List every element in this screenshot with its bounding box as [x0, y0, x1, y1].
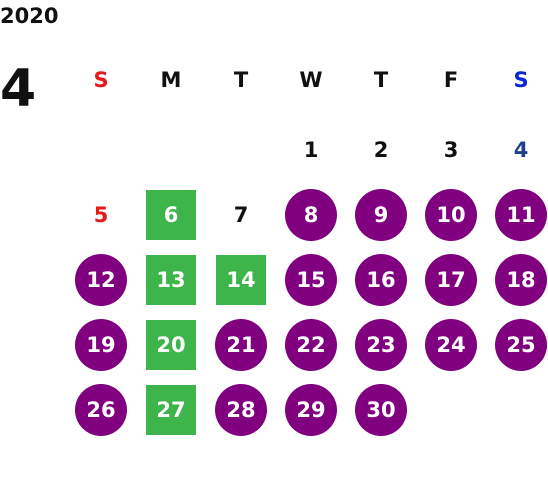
calendar-day[interactable]: 15 — [285, 254, 337, 306]
calendar-day[interactable]: 21 — [215, 319, 267, 371]
calendar-day[interactable]: 20 — [145, 319, 197, 371]
calendar-day[interactable]: 4 — [513, 138, 529, 162]
calendar-day[interactable]: 9 — [355, 189, 407, 241]
calendar-day[interactable]: 29 — [285, 384, 337, 436]
calendar-day[interactable]: 2 — [373, 138, 389, 162]
calendar-day[interactable]: 7 — [233, 203, 249, 227]
calendar-day[interactable]: 25 — [495, 319, 547, 371]
calendar-day[interactable]: 26 — [75, 384, 127, 436]
calendar-day[interactable]: 18 — [495, 254, 547, 306]
calendar-day[interactable]: 24 — [425, 319, 477, 371]
weekday-header: F — [443, 68, 459, 92]
calendar-day[interactable]: 8 — [285, 189, 337, 241]
weekday-header: W — [299, 68, 323, 92]
calendar-day[interactable]: 27 — [145, 384, 197, 436]
calendar-day[interactable]: 30 — [355, 384, 407, 436]
calendar-day-label: 14 — [216, 255, 266, 305]
calendar-day[interactable]: 13 — [145, 254, 197, 306]
calendar-day[interactable]: 19 — [75, 319, 127, 371]
calendar-day[interactable]: 14 — [215, 254, 267, 306]
weekday-header: T — [233, 68, 249, 92]
calendar-day[interactable]: 16 — [355, 254, 407, 306]
calendar-day[interactable]: 23 — [355, 319, 407, 371]
calendar-day[interactable]: 11 — [495, 189, 547, 241]
weekday-header: S — [93, 68, 109, 92]
calendar-month: 4 — [0, 59, 37, 119]
calendar-day[interactable]: 28 — [215, 384, 267, 436]
weekday-header: T — [373, 68, 389, 92]
calendar-day-label: 27 — [146, 385, 196, 435]
calendar-day[interactable]: 1 — [303, 138, 319, 162]
calendar-day[interactable]: 6 — [145, 189, 197, 241]
calendar-day[interactable]: 5 — [93, 203, 109, 227]
calendar-day-label: 13 — [146, 255, 196, 305]
calendar-day[interactable]: 10 — [425, 189, 477, 241]
calendar-day[interactable]: 17 — [425, 254, 477, 306]
calendar-day-label: 6 — [146, 190, 196, 240]
calendar-year: 2020 — [0, 4, 59, 28]
weekday-header: M — [160, 68, 182, 92]
calendar-day[interactable]: 3 — [443, 138, 459, 162]
calendar-day[interactable]: 12 — [75, 254, 127, 306]
calendar-day-label: 20 — [146, 320, 196, 370]
calendar-day[interactable]: 22 — [285, 319, 337, 371]
weekday-header: S — [513, 68, 529, 92]
